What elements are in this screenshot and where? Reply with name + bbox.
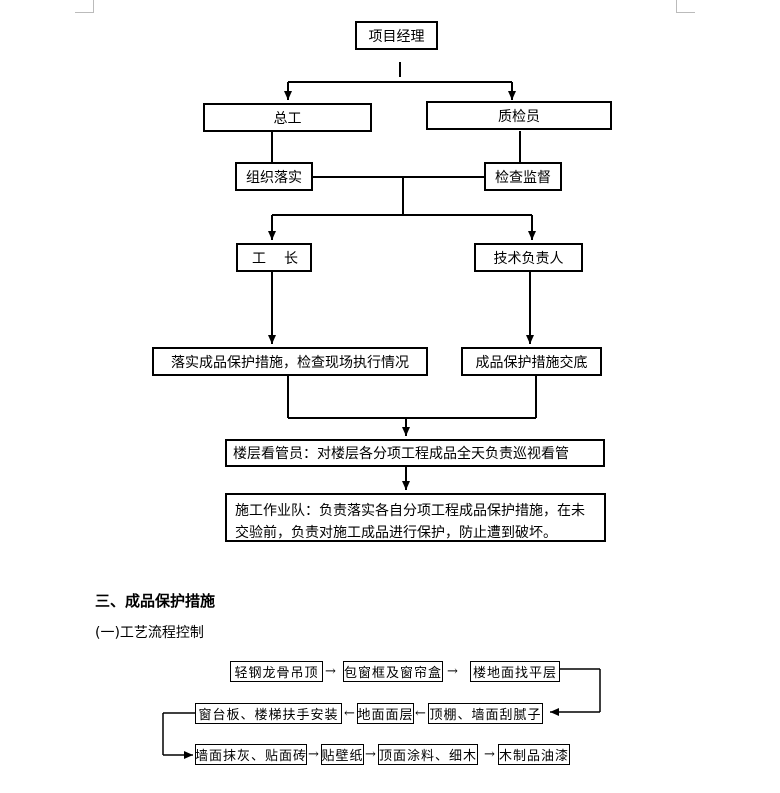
flow-step-ceiling-paint: 顶面涂料、细木 <box>378 744 478 765</box>
flow-step-light-steel-ceiling: 轻钢龙骨吊顶 <box>230 661 323 682</box>
tech-lead-box: 技术负责人 <box>474 243 583 272</box>
page-corner-mark-left <box>75 0 94 13</box>
flow-arrow-right: → <box>484 747 495 762</box>
flow-step-window-frame: 包窗框及窗帘盒 <box>343 661 443 682</box>
quality-inspector-box: 质检员 <box>426 101 612 130</box>
protection-briefing-box: 成品保护措施交底 <box>461 347 602 376</box>
flow-arrow-right: → <box>308 747 319 762</box>
flow-arrow-right: → <box>325 664 336 679</box>
flow-step-floor-leveling: 楼地面找平层 <box>470 661 560 682</box>
section-heading: 三、成品保护措施 <box>95 592 216 610</box>
flow-arrow-left: ← <box>344 706 355 721</box>
page-corner-mark-right <box>676 0 695 13</box>
organize-implement-box: 组织落实 <box>235 162 313 191</box>
flow-arrow-right: → <box>447 664 458 679</box>
inspect-supervise-box: 检查监督 <box>484 162 562 191</box>
flow-step-sill-handrail: 窗台板、楼梯扶手安装 <box>195 703 342 724</box>
implement-protection-box: 落实成品保护措施，检查现场执行情况 <box>152 347 428 376</box>
flow-arrow-left: ← <box>415 706 426 721</box>
flow-step-wallpaper: 贴壁纸 <box>321 744 364 765</box>
foreman-box: 工 长 <box>236 243 312 272</box>
project-manager-box: 项目经理 <box>355 21 438 50</box>
section-subheading: (一)工艺流程控制 <box>95 625 204 641</box>
work-team-box: 施工作业队：负责落实各自分项工程成品保护措施，在未交验前，负责对施工成品进行保护… <box>225 493 606 542</box>
flow-step-floor-surface: 地面面层 <box>357 703 414 724</box>
flow-step-putty: 顶棚、墙面刮腻子 <box>428 703 543 724</box>
chief-engineer-box: 总工 <box>203 103 372 132</box>
flow-step-wood-paint: 木制品油漆 <box>498 744 570 765</box>
floor-keeper-box: 楼层看管员：对楼层各分项工程成品全天负责巡视看管 <box>225 439 605 467</box>
flow-step-plaster-tile: 墙面抹灰、贴面砖 <box>195 744 307 765</box>
flow-arrow-right: → <box>365 747 376 762</box>
